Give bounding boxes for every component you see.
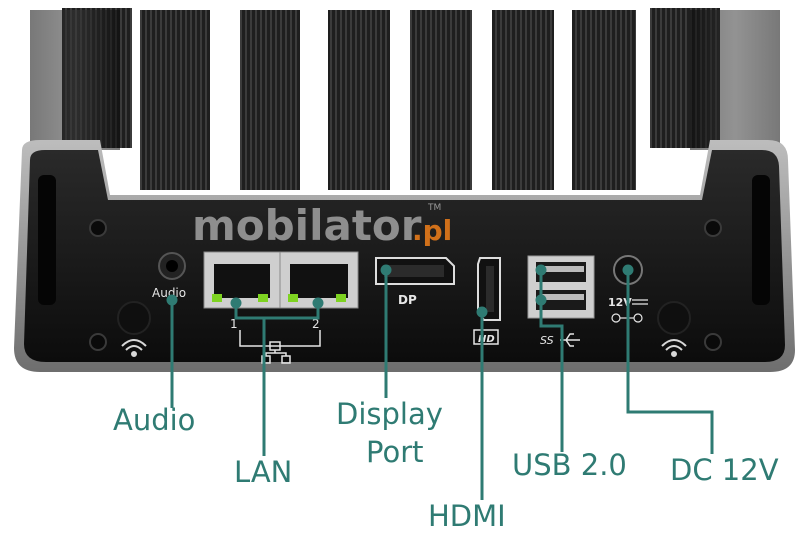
hdmi-connector xyxy=(477,257,501,321)
right-vent xyxy=(752,175,770,305)
left-vent xyxy=(38,175,56,305)
brand-watermark: mobilator xyxy=(192,201,422,250)
network-icon xyxy=(261,341,291,364)
callout-audio: Audio xyxy=(113,403,196,437)
dp-port-label: DP xyxy=(398,293,417,307)
callout-display-port-line1: Display xyxy=(336,397,443,431)
callout-leader-lines xyxy=(166,264,714,500)
displayport-connector xyxy=(375,257,455,285)
lan-ports xyxy=(203,251,359,309)
wifi-antenna-icons xyxy=(117,301,691,357)
chassis-face xyxy=(24,150,785,362)
screw-icons xyxy=(89,219,722,351)
audio-port-label: Audio xyxy=(152,286,186,300)
hd-logo-icon: HD xyxy=(473,329,499,345)
dc-voltage-label: 12V xyxy=(608,296,632,309)
audio-jack xyxy=(158,252,186,280)
heatsink-fins xyxy=(30,8,780,190)
callout-display-port-line2: Port xyxy=(366,435,424,469)
usb-ports xyxy=(527,255,595,319)
brand-suffix: .pl xyxy=(412,214,452,247)
lan-port-1-label: 1 xyxy=(230,317,238,331)
brand-trademark: TM xyxy=(427,203,441,213)
callout-dc: DC 12V xyxy=(670,453,779,487)
callout-hdmi: HDMI xyxy=(428,499,506,533)
callout-usb: USB 2.0 xyxy=(512,448,627,482)
usb-ss-logo: SS xyxy=(540,334,554,347)
lan-port-2-label: 2 xyxy=(312,317,320,331)
callout-lan: LAN xyxy=(234,455,293,489)
svg-text:HD: HD xyxy=(478,334,495,345)
